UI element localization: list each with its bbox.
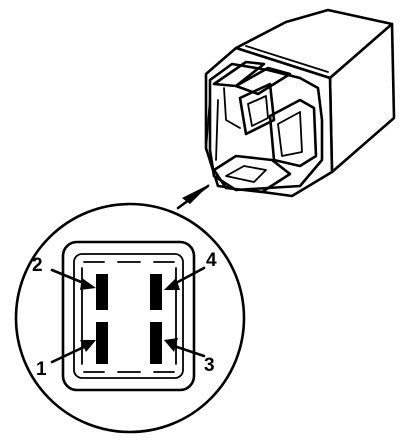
- magnifier-pointer: [176, 184, 210, 210]
- pin-1-terminal: [96, 322, 108, 364]
- pin-arrows: [50, 266, 206, 364]
- pin-4-terminal: [150, 274, 162, 310]
- pin-label-4: 4: [206, 250, 217, 271]
- magnified-view: [14, 202, 246, 434]
- pin-label-3: 3: [204, 355, 215, 376]
- pin-label-1: 1: [36, 359, 47, 380]
- pin-3-terminal: [150, 322, 162, 364]
- pin-label-2: 2: [32, 255, 43, 276]
- pin-2-terminal: [96, 274, 108, 310]
- relay-connector: [205, 60, 324, 194]
